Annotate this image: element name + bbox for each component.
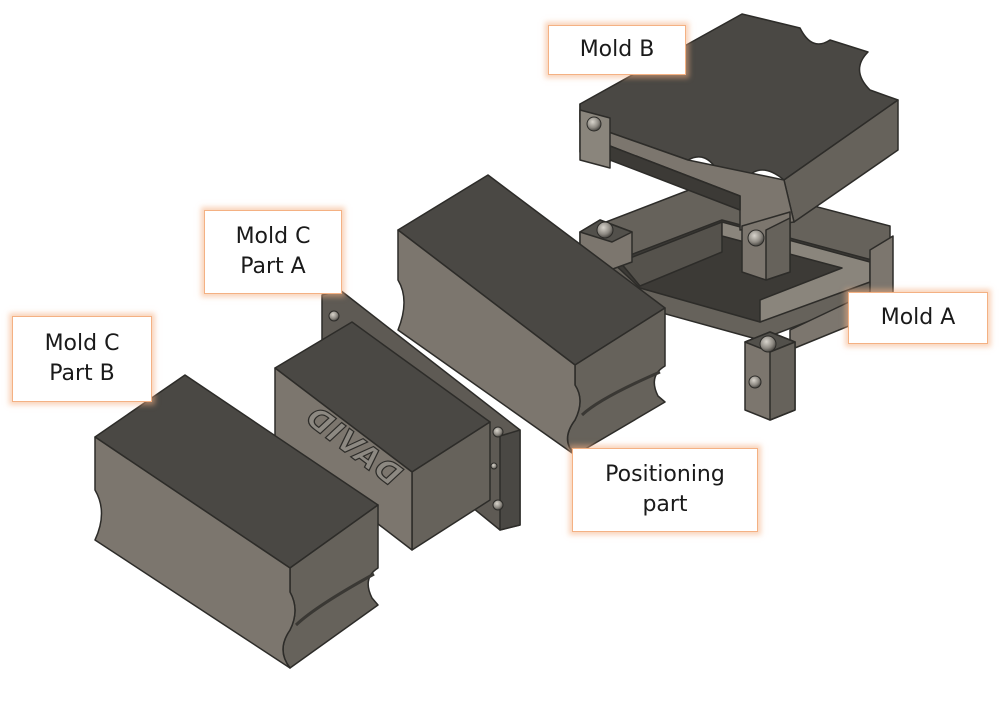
screw-icon: [759, 335, 777, 353]
label-positioning-part: Positioning part: [572, 448, 758, 532]
label-text-line-1: Positioning: [605, 462, 725, 487]
mold-a: [579, 179, 894, 421]
mold-b-screws: [586, 116, 765, 247]
label-text-line-1: Mold C: [235, 224, 311, 249]
label-text-line-2: Part B: [49, 361, 115, 386]
mold-c-part-b: [94, 374, 379, 669]
mold-a-screws: [596, 221, 777, 389]
label-mold-a: Mold A: [848, 292, 988, 344]
screw-icon: [490, 462, 498, 470]
screw-icon: [328, 310, 340, 322]
label-mold-c-part-a: Mold C Part A: [204, 210, 342, 294]
label-text: Mold B: [579, 37, 655, 62]
screw-icon: [596, 221, 614, 239]
label-text-line-2: Part A: [240, 254, 306, 279]
label-mold-c-part-b: Mold C Part B: [12, 316, 152, 402]
label-text-line-1: Mold C: [44, 331, 120, 356]
screw-icon: [586, 116, 602, 132]
screw-icon: [492, 499, 504, 511]
label-text-line-2: part: [642, 492, 688, 517]
mold-c-part-a-screws: [328, 310, 504, 511]
screw-icon: [747, 229, 765, 247]
positioning-part: [397, 174, 666, 456]
screw-icon: [492, 426, 504, 438]
mold-b: [579, 13, 899, 281]
screw-icon: [748, 375, 762, 389]
label-mold-b: Mold B: [548, 25, 686, 75]
label-text: Mold A: [880, 305, 956, 330]
